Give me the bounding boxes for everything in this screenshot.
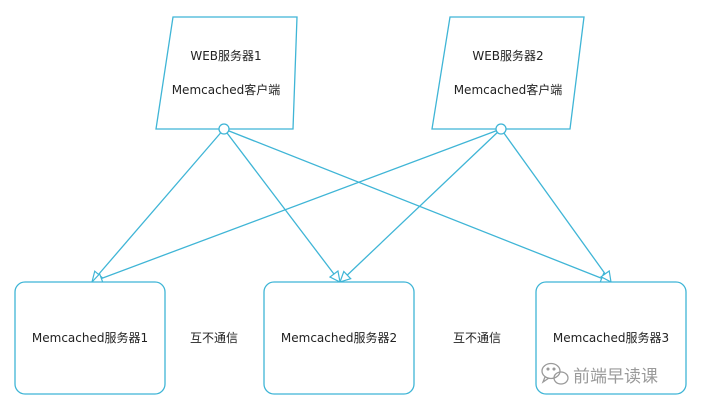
cache-server-2-box — [263, 281, 415, 395]
cache-server-3: Memcached服务器3 — [535, 281, 687, 395]
web-server-1-title: WEB服务器1 — [190, 48, 261, 63]
cache-server-1-label: Memcached服务器1 — [32, 330, 148, 345]
no-communication-note-2: 互不通信 — [453, 331, 501, 345]
cache-server-1-box — [14, 281, 166, 395]
web-server-1-shape — [155, 16, 298, 130]
cache-server-2: Memcached服务器2 — [263, 281, 415, 395]
web-server-2-title: WEB服务器2 — [472, 48, 543, 63]
connector-web2-to-cache1 — [92, 128, 502, 282]
connector-web2-to-cache3 — [500, 128, 611, 282]
connector-web1-to-cache2 — [223, 128, 340, 282]
web-server-1: WEB服务器1 Memcached客户端 — [155, 16, 298, 130]
connector-web1-to-cache3 — [223, 128, 611, 282]
connector-web2-to-cache2 — [340, 128, 502, 282]
web-server-1-port — [218, 123, 230, 135]
wechat-icon — [541, 362, 569, 385]
watermark: 前端早读课 — [541, 362, 658, 387]
watermark-text: 前端早读课 — [573, 367, 658, 387]
web-server-2: WEB服务器2 Memcached客户端 — [431, 16, 585, 130]
web-server-2-port — [495, 123, 507, 135]
web-server-2-shape — [431, 16, 585, 130]
web-server-2-subtitle: Memcached客户端 — [454, 82, 563, 97]
connector-web1-to-cache1 — [92, 128, 225, 282]
cache-server-2-label: Memcached服务器2 — [281, 330, 397, 345]
cache-server-3-label: Memcached服务器3 — [553, 330, 669, 345]
web-server-1-subtitle: Memcached客户端 — [172, 82, 281, 97]
cache-server-3-box — [535, 281, 687, 395]
no-communication-note-1: 互不通信 — [190, 331, 238, 345]
cache-server-1: Memcached服务器1 — [14, 281, 166, 395]
